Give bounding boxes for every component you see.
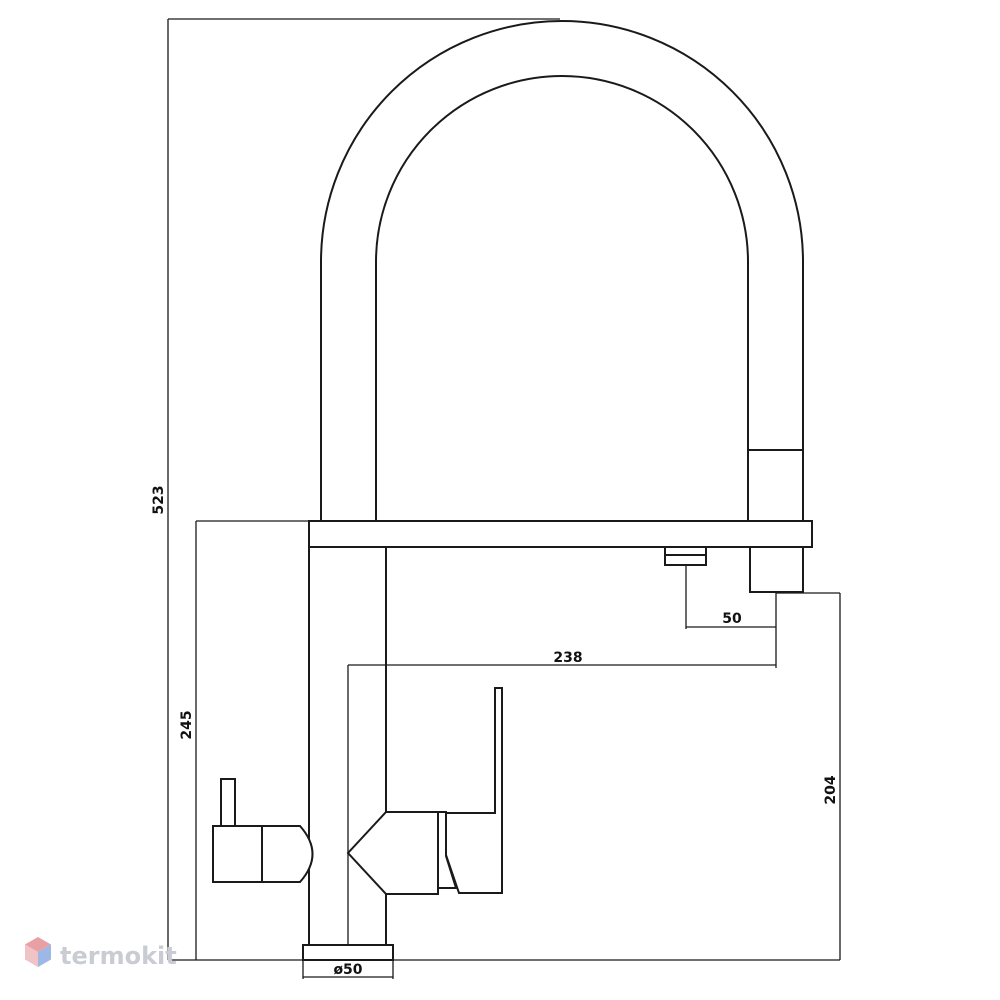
watermark: termokit: [25, 937, 177, 970]
mixer-body: [346, 811, 439, 895]
left-valve-lever: [220, 778, 236, 827]
faucet-top-bar: [308, 520, 813, 548]
faucet-base: [302, 944, 394, 961]
hexagon-cube-icon: [25, 937, 51, 967]
faucet-outline: [212, 20, 813, 961]
dim-label-523: 523: [151, 485, 167, 514]
dim-label-238: 238: [553, 650, 582, 666]
spout-inner-arc: [375, 75, 749, 520]
dimension-lines: [167, 18, 841, 979]
dim-label-base-diameter: ø50: [333, 962, 362, 978]
watermark-brand: termokit: [60, 942, 177, 970]
aerator-main: [749, 546, 804, 593]
mixer-handle: [445, 687, 503, 894]
dim-label-50: 50: [722, 611, 742, 627]
spout-outer-arc: [320, 20, 804, 520]
dim-label-245: 245: [179, 710, 195, 739]
dim-label-204: 204: [823, 775, 839, 804]
